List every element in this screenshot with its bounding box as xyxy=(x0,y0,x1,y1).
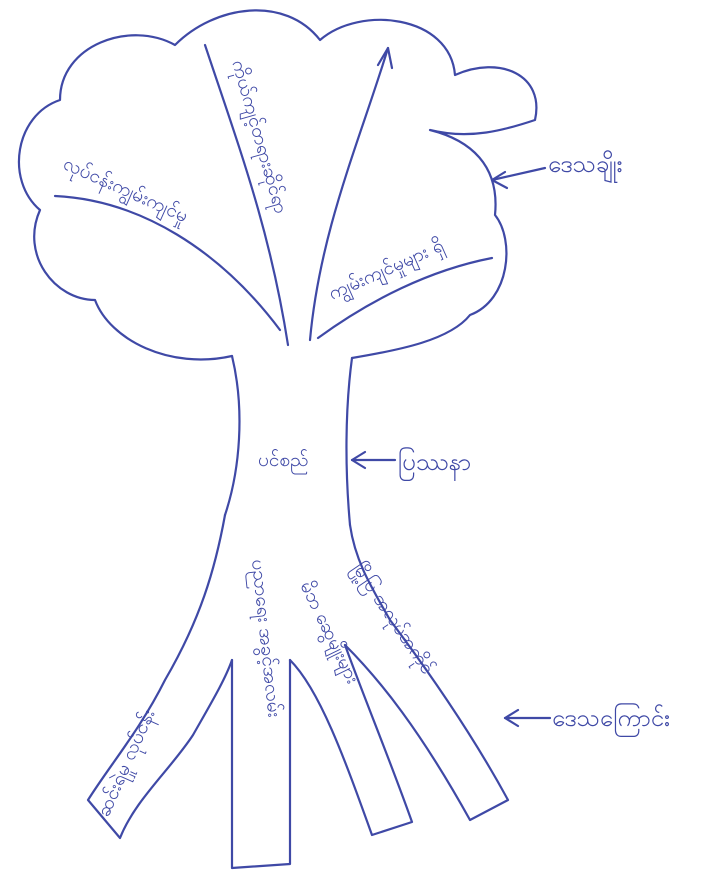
trunk-label: ပင်စည် xyxy=(258,448,308,475)
canopy-pointer-label: ဒေသချိုး xyxy=(548,149,623,184)
branch-label-1: လုပ်ငန်းကျွမ်းကျင်မှု xyxy=(58,152,192,232)
canopy-pointer: ဒေသချိုး xyxy=(492,149,623,188)
branch-label-2: ကိုယ်ကျင့်တရားဆိုင်ရာ xyxy=(223,57,293,217)
trunk-left-edge xyxy=(225,356,239,515)
roots-pointer: ဒေသကြောင်း xyxy=(505,702,670,737)
trunk-pointer-label: ပြဿနာ xyxy=(398,446,471,481)
root-label-4: မြို့ပြ အလုပ်အကိုင် xyxy=(345,557,441,680)
root-label-3: မိဘ ဆွေမျိုးများ xyxy=(292,577,365,689)
branch-label-3: ကျွမ်းကျင်မှုများ ရှိ xyxy=(325,233,449,309)
root-label-2: ပညာရေး အခွင့်အလမ်း xyxy=(243,558,286,719)
roots-pointer-label: ဒေသကြောင်း xyxy=(552,702,670,737)
trunk-pointer: ပြဿနာ xyxy=(352,446,471,481)
root-label-1: ဆင်းရဲမှု လုပ်ငန်း xyxy=(92,705,164,821)
trunk-right-edge xyxy=(346,358,352,525)
